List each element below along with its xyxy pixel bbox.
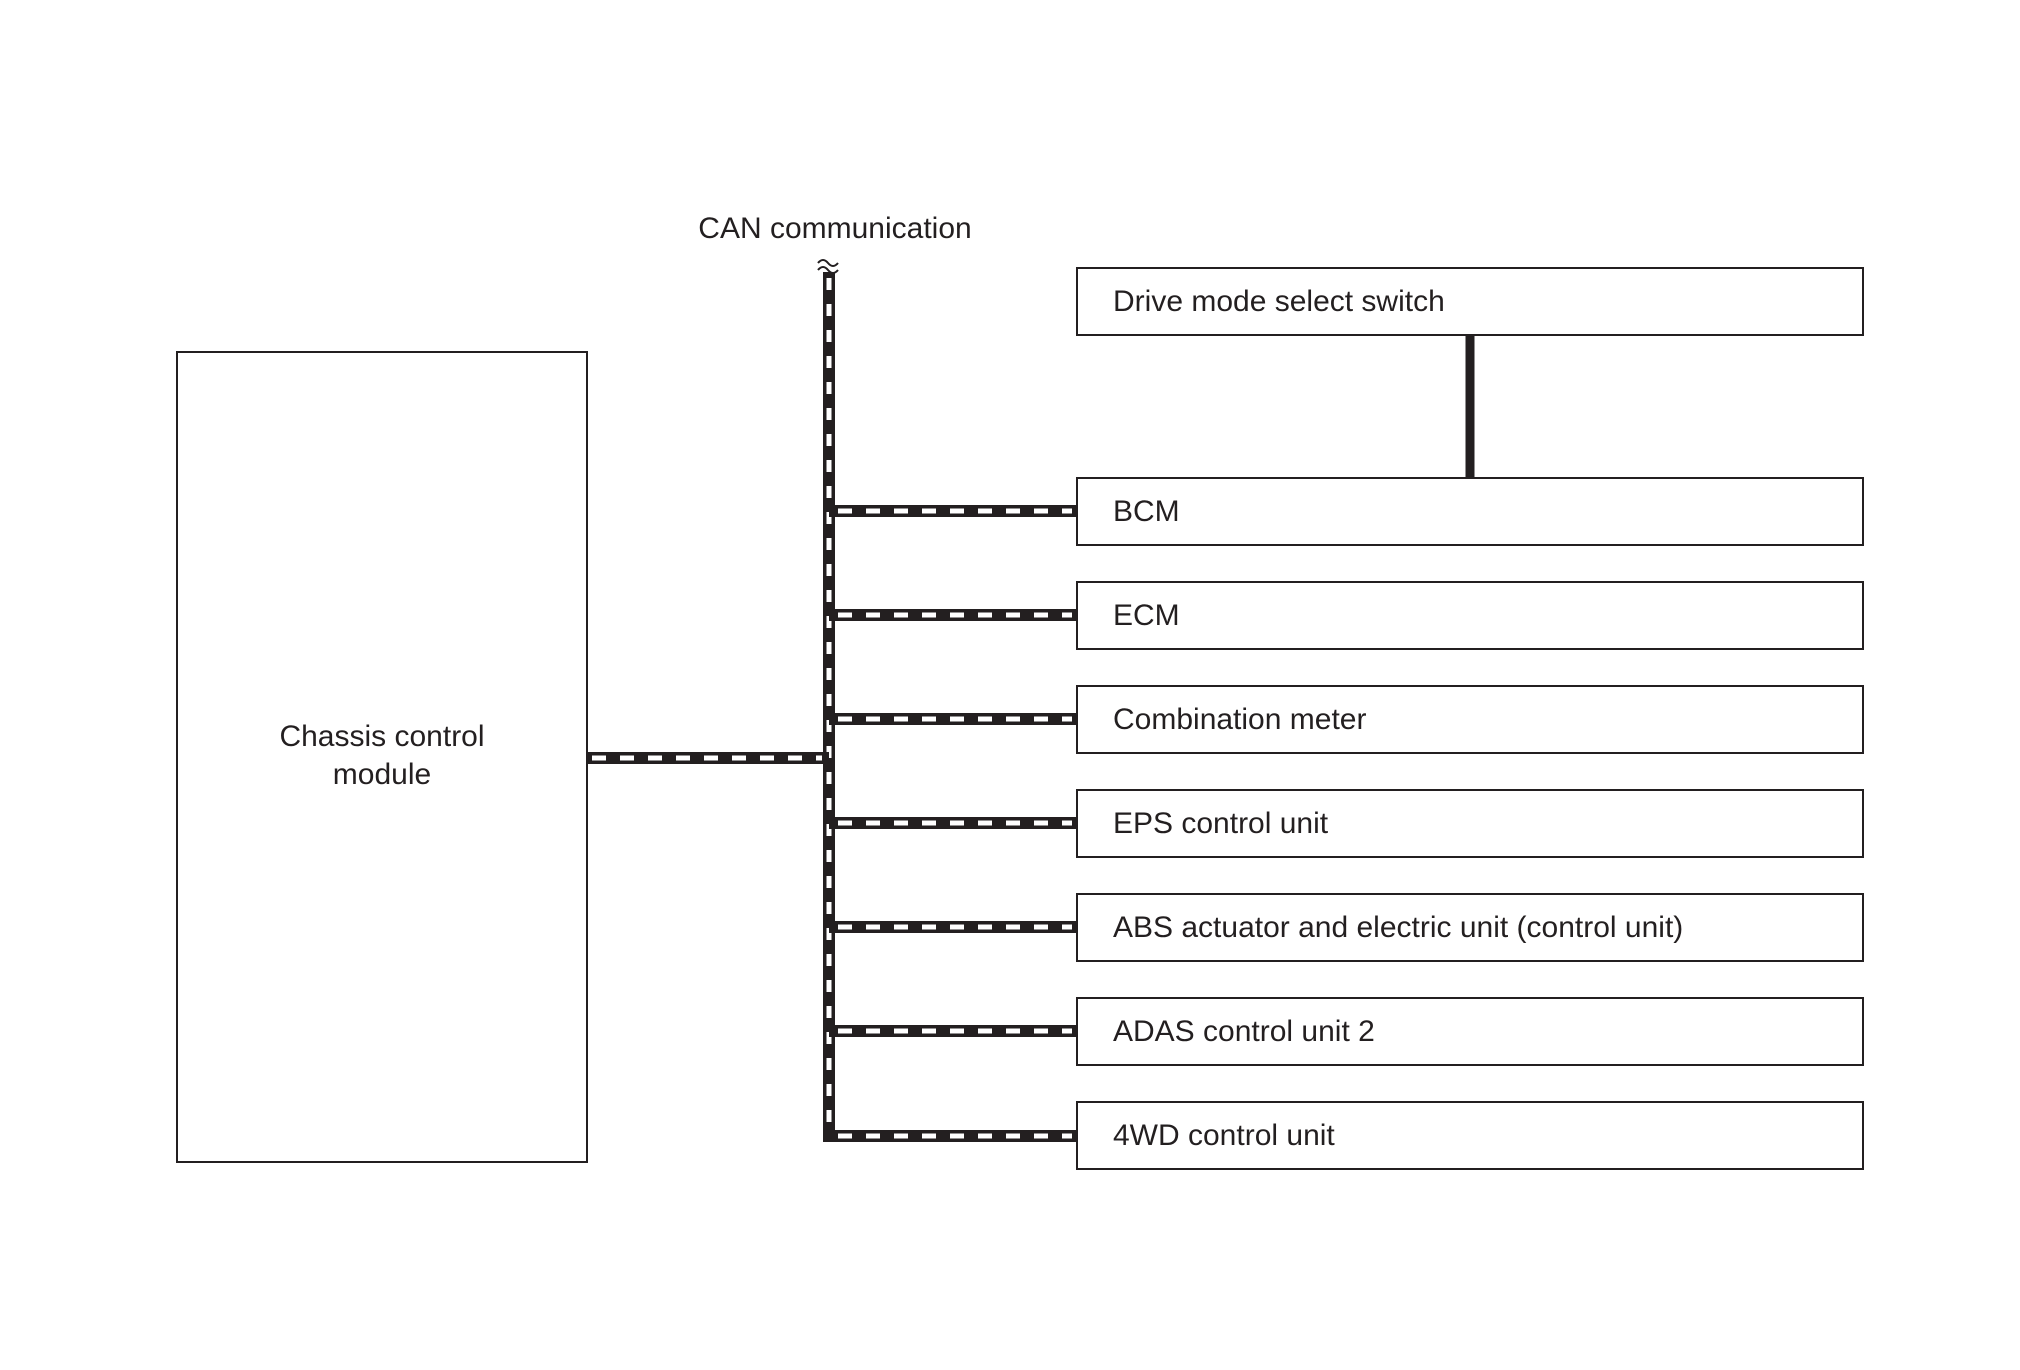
unit-abs-actuator: ABS actuator and electric unit (control … [1076,893,1864,962]
unit-bcm-label: BCM [1113,495,1180,528]
unit-adas-control-label: ADAS control unit 2 [1113,1015,1375,1048]
drive-mode-select-switch-label: Drive mode select switch [1113,285,1445,318]
can-bus [587,272,1077,1142]
unit-combination-meter: Combination meter [1076,685,1864,754]
unit-combination-meter-label: Combination meter [1113,703,1366,736]
bus-break-mark [817,259,839,274]
drive-mode-select-switch: Drive mode select switch [1076,267,1864,336]
chassis-control-module-label-line2: module [333,758,431,791]
can-communication-label: CAN communication [698,212,971,245]
unit-adas-control: ADAS control unit 2 [1076,997,1864,1066]
unit-bcm: BCM [1076,477,1864,546]
unit-4wd-control: 4WD control unit [1076,1101,1864,1170]
unit-ecm: ECM [1076,581,1864,650]
unit-ecm-label: ECM [1113,599,1180,632]
unit-abs-actuator-label: ABS actuator and electric unit (control … [1113,911,1683,944]
chassis-control-module-label-line1: Chassis control [279,720,484,753]
chassis-control-module: Chassis control module [176,351,588,1163]
unit-eps-control: EPS control unit [1076,789,1864,858]
unit-4wd-control-label: 4WD control unit [1113,1119,1335,1152]
unit-eps-control-label: EPS control unit [1113,807,1329,840]
